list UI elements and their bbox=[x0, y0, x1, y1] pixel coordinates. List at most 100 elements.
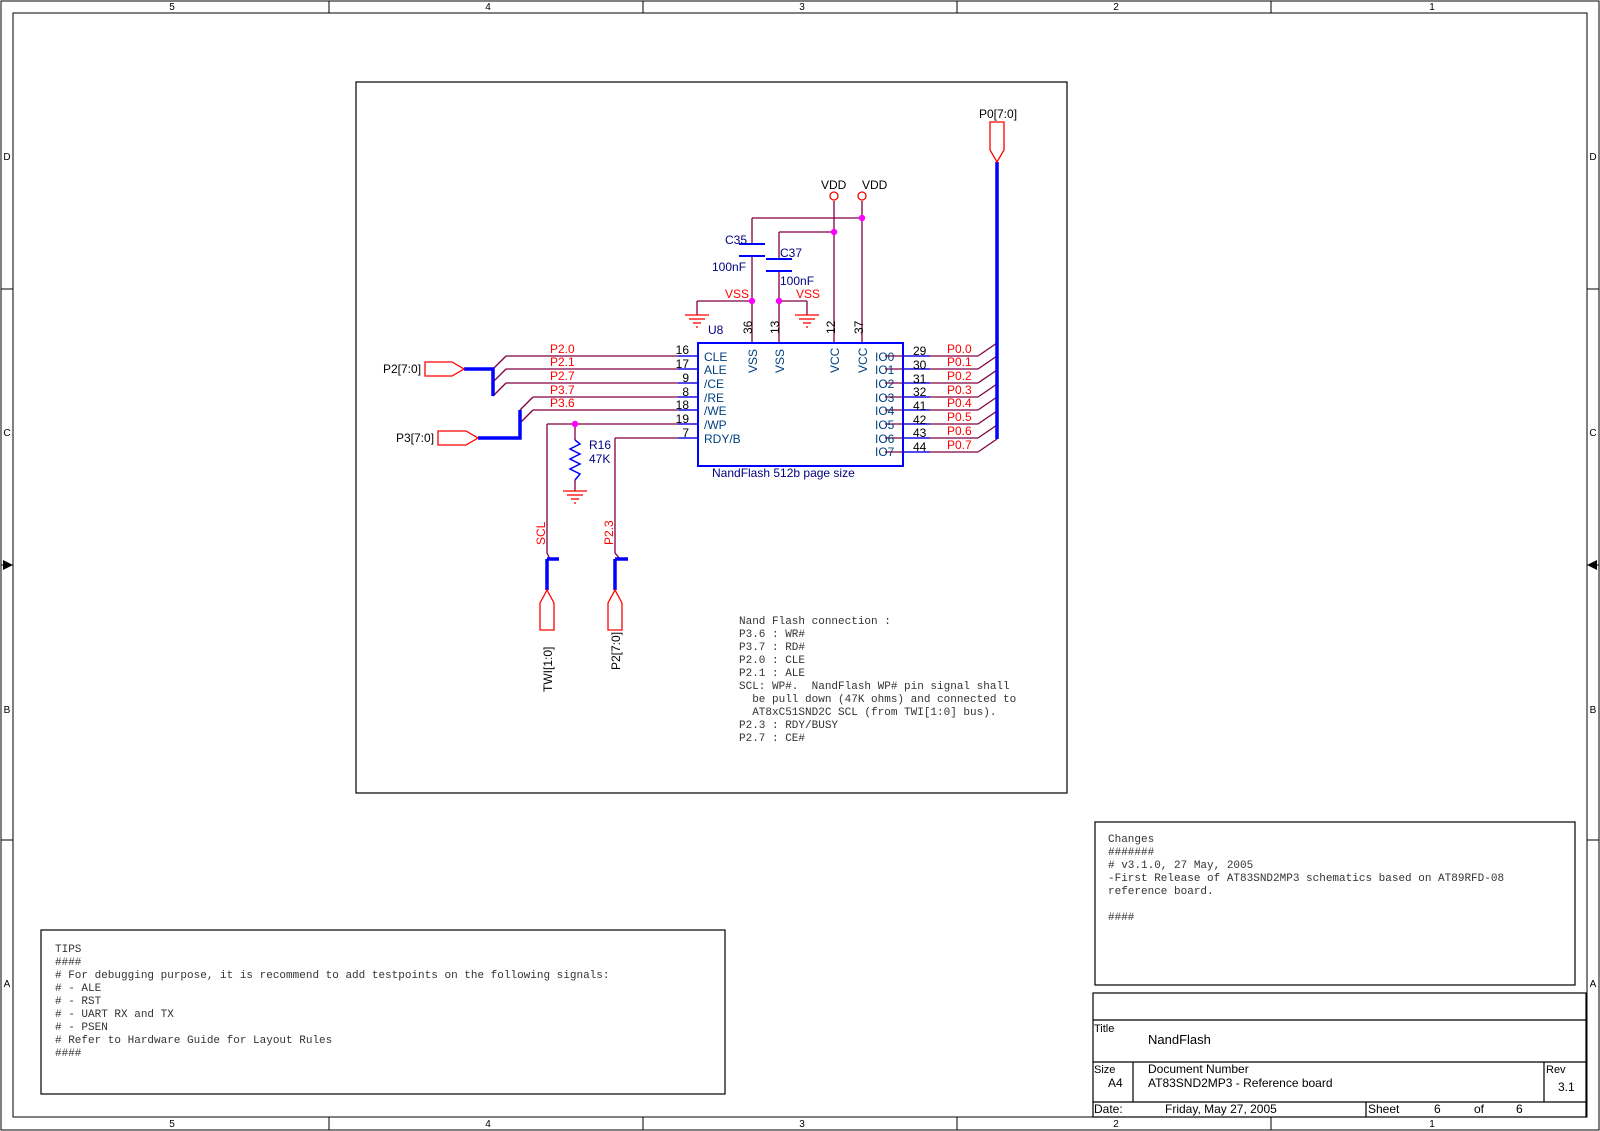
ground-icon bbox=[685, 314, 709, 328]
col-label-top: 2 bbox=[1113, 2, 1119, 13]
junction-dot bbox=[571, 420, 579, 428]
junction-dot bbox=[858, 214, 866, 222]
net-label: P0.1 bbox=[947, 355, 972, 369]
net-label-scl: SCL bbox=[534, 521, 548, 545]
buses bbox=[464, 162, 999, 590]
pin-name-cle: CLE bbox=[704, 350, 727, 364]
col-label-top: 5 bbox=[169, 2, 175, 13]
pin-name-io3: IO3 bbox=[875, 391, 895, 405]
u8-nandflash: U8 NandFlash 512b page size CLE ALE /CE … bbox=[676, 320, 930, 480]
changes-box bbox=[1094, 821, 1576, 986]
pin-name-vcc-37: VCC bbox=[856, 347, 870, 373]
u8-ref: U8 bbox=[708, 323, 724, 337]
resistor-r16: R16 47K bbox=[568, 438, 611, 481]
col-label-bottom: 1 bbox=[1429, 1119, 1435, 1130]
u8-name: NandFlash 512b page size bbox=[712, 466, 855, 480]
net-label: P0.7 bbox=[947, 438, 972, 452]
tips-note: TIPS #### # For debugging purpose, it is… bbox=[55, 944, 610, 1060]
net-label-p23: P2.3 bbox=[602, 520, 616, 545]
docnum-value: AT83SND2MP3 - Reference board bbox=[1148, 1076, 1333, 1090]
pin-name-re: /RE bbox=[704, 391, 724, 405]
pin-num: 44 bbox=[913, 440, 927, 454]
port-p2-icon bbox=[424, 361, 466, 377]
capacitor-c37: C37 100nF bbox=[766, 246, 814, 288]
vdd-icon bbox=[829, 191, 839, 201]
port-label-p3: P3[7:0] bbox=[396, 431, 434, 445]
col-label-bottom: 5 bbox=[169, 1119, 175, 1130]
pin-name-vss-13: VSS bbox=[773, 349, 787, 373]
row-label-left: A bbox=[4, 979, 11, 990]
row-label-right: C bbox=[1589, 428, 1596, 439]
resistor-icon bbox=[568, 439, 582, 481]
capacitor-c35: C35 100nF bbox=[712, 233, 765, 274]
pin-num: 37 bbox=[852, 320, 866, 334]
port-label-twi: TWI[1:0] bbox=[541, 647, 555, 692]
rev-label: Rev bbox=[1546, 1064, 1566, 1076]
center-arrow-left-icon bbox=[3, 560, 13, 570]
pin-name-io4: IO4 bbox=[875, 404, 895, 418]
title-block-text: Title NandFlash Size A4 Document Number … bbox=[1094, 1023, 1575, 1116]
pin-num: 9 bbox=[682, 371, 689, 385]
col-label-bottom: 4 bbox=[485, 1119, 491, 1130]
title-value: NandFlash bbox=[1148, 1032, 1211, 1047]
ground-symbols bbox=[563, 314, 819, 504]
col-label-top: 3 bbox=[799, 2, 805, 13]
port-twi-icon bbox=[539, 588, 555, 631]
pin-name-vss-36: VSS bbox=[746, 349, 760, 373]
row-label-right: B bbox=[1590, 705, 1597, 716]
sheets-value: 6 bbox=[1516, 1102, 1523, 1116]
pin-name-wp: /WP bbox=[704, 418, 727, 432]
port-label-p2-bottom: P2[7:0] bbox=[609, 632, 623, 670]
vdd-label: VDD bbox=[821, 178, 847, 192]
res-ref: R16 bbox=[589, 438, 611, 452]
row-label-right: D bbox=[1589, 152, 1596, 163]
pin-num: 13 bbox=[768, 320, 782, 334]
sheet-label: Sheet bbox=[1368, 1102, 1400, 1116]
sheet-value: 6 bbox=[1434, 1102, 1441, 1116]
pin-name-we: /WE bbox=[704, 404, 727, 418]
pin-name-io1: IO1 bbox=[875, 363, 895, 377]
res-value: 47K bbox=[589, 452, 610, 466]
net-label: P0.4 bbox=[947, 396, 972, 410]
junctions bbox=[571, 214, 866, 428]
pin-num: 36 bbox=[741, 320, 755, 334]
pin-name-rdyb: RDY/B bbox=[704, 432, 741, 446]
port-label-p0: P0[7:0] bbox=[979, 107, 1017, 121]
net-label: P0.5 bbox=[947, 410, 972, 424]
junction-dot bbox=[830, 228, 838, 236]
docnum-label: Document Number bbox=[1148, 1062, 1249, 1076]
col-label-top: 1 bbox=[1429, 2, 1435, 13]
pin-num: 19 bbox=[676, 412, 690, 426]
of-label: of bbox=[1474, 1102, 1485, 1116]
vss-label: VSS bbox=[796, 287, 820, 301]
vdd-symbols: VDD VDD bbox=[821, 178, 888, 201]
size-label: Size bbox=[1094, 1064, 1115, 1076]
cap-value: 100nF bbox=[712, 260, 746, 274]
cap-ref: C35 bbox=[725, 233, 747, 247]
col-label-top: 4 bbox=[485, 2, 491, 13]
pin-num: 16 bbox=[676, 343, 690, 357]
pin-name-ce: /CE bbox=[704, 377, 724, 391]
vdd-icon bbox=[857, 191, 867, 201]
row-label-left: C bbox=[3, 428, 10, 439]
schematic-area-border bbox=[355, 81, 1068, 794]
cap-value: 100nF bbox=[780, 274, 814, 288]
date-value: Friday, May 27, 2005 bbox=[1165, 1102, 1277, 1116]
date-label: Date: bbox=[1094, 1102, 1123, 1116]
pin-num: 17 bbox=[676, 357, 690, 371]
net-label: P0.3 bbox=[947, 383, 972, 397]
title-block bbox=[1092, 992, 1587, 1118]
pin-num: 7 bbox=[682, 426, 689, 440]
pin-num: 30 bbox=[913, 358, 927, 372]
changes-note: Changes ####### # v3.1.0, 27 May, 2005 -… bbox=[1108, 834, 1505, 924]
pin-num: 29 bbox=[913, 344, 927, 358]
port-p3-icon bbox=[437, 430, 480, 446]
pin-name-ale: ALE bbox=[704, 363, 727, 377]
pin-num: 18 bbox=[676, 398, 690, 412]
pin-num: 31 bbox=[913, 372, 927, 386]
pin-num: 12 bbox=[824, 320, 838, 334]
row-label-right: A bbox=[1590, 979, 1597, 990]
pin-num: 43 bbox=[913, 426, 927, 440]
net-label: P2.1 bbox=[550, 355, 575, 369]
